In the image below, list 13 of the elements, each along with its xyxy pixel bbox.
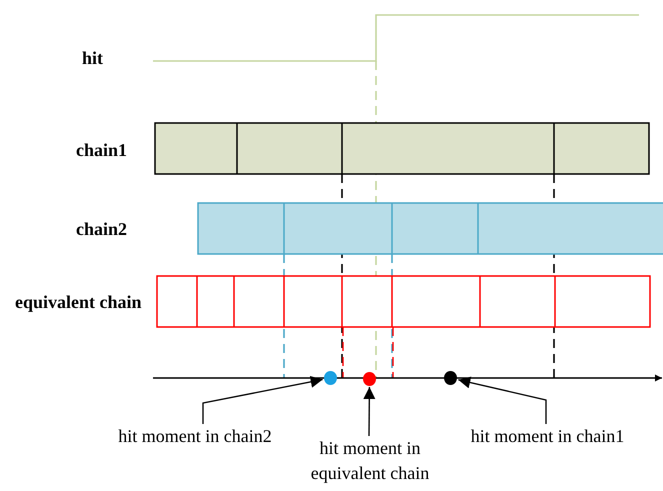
dot-marker (363, 372, 376, 386)
callout-text: hit moment in chain2 (100, 424, 290, 449)
callout-text: hit moment in chain1 (455, 424, 640, 449)
dot-marker (444, 371, 457, 385)
row-label: hit (82, 48, 104, 69)
row-label: equivalent chain (15, 292, 142, 313)
leader-arrow (458, 376, 547, 424)
row-label: chain2 (76, 219, 128, 240)
row-label: chain1 (76, 140, 128, 161)
leader-arrow (202, 376, 323, 424)
dot-marker (324, 371, 337, 385)
leader-arrow (363, 387, 376, 436)
callout-text: hit moment in equivalent chain (300, 436, 440, 486)
